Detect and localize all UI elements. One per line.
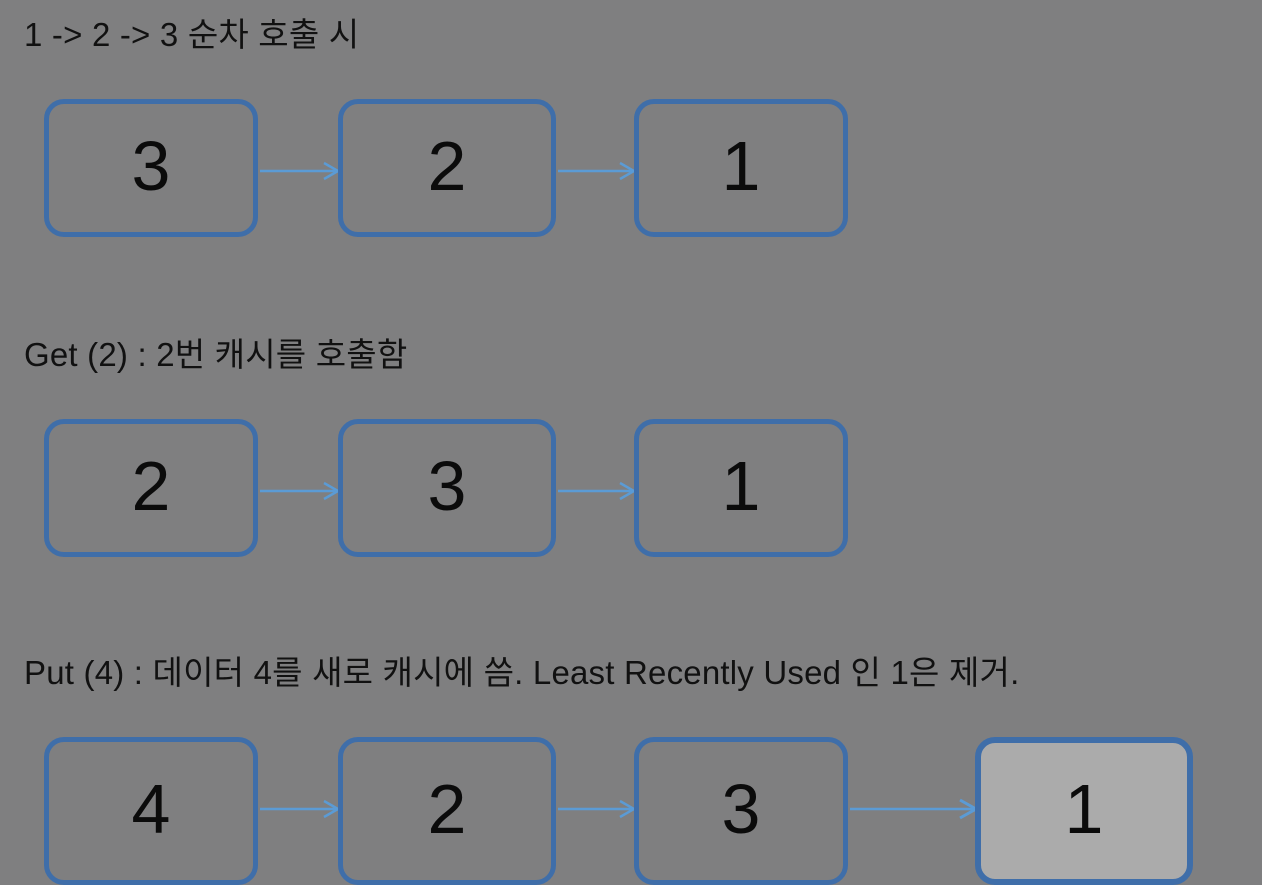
cache-node-label: 1 [721,127,761,205]
cache-node[interactable]: 2 [44,419,258,557]
cache-node[interactable]: 3 [338,419,556,557]
cache-node-label: 2 [427,770,467,848]
arrow-icon [850,798,980,820]
section-3-caption: Put (4) : 데이터 4를 새로 캐시에 씀. Least Recentl… [24,654,1020,691]
cache-node-label: 3 [721,770,761,848]
cache-node-label: 4 [131,770,171,848]
cache-node[interactable]: 2 [338,99,556,237]
cache-node-label: 3 [131,127,171,205]
cache-node-evicted[interactable]: 1 [975,737,1193,885]
cache-node[interactable]: 4 [44,737,258,885]
section-1-caption: 1 -> 2 -> 3 순차 호출 시 [24,16,360,53]
arrow-icon [558,160,637,182]
cache-node[interactable]: 1 [634,99,848,237]
cache-node-label: 3 [427,447,467,525]
cache-node[interactable]: 2 [338,737,556,885]
arrow-icon [260,480,341,502]
cache-node[interactable]: 1 [634,419,848,557]
arrow-icon [260,798,341,820]
arrow-icon [558,480,637,502]
cache-node-label: 2 [131,447,171,525]
section-2-caption: Get (2) : 2번 캐시를 호출함 [24,336,408,373]
cache-node-label: 2 [427,127,467,205]
arrow-icon [558,798,637,820]
arrow-icon [260,160,341,182]
cache-node-label: 1 [1064,770,1104,848]
cache-node-label: 1 [721,447,761,525]
cache-node[interactable]: 3 [44,99,258,237]
cache-node[interactable]: 3 [634,737,848,885]
